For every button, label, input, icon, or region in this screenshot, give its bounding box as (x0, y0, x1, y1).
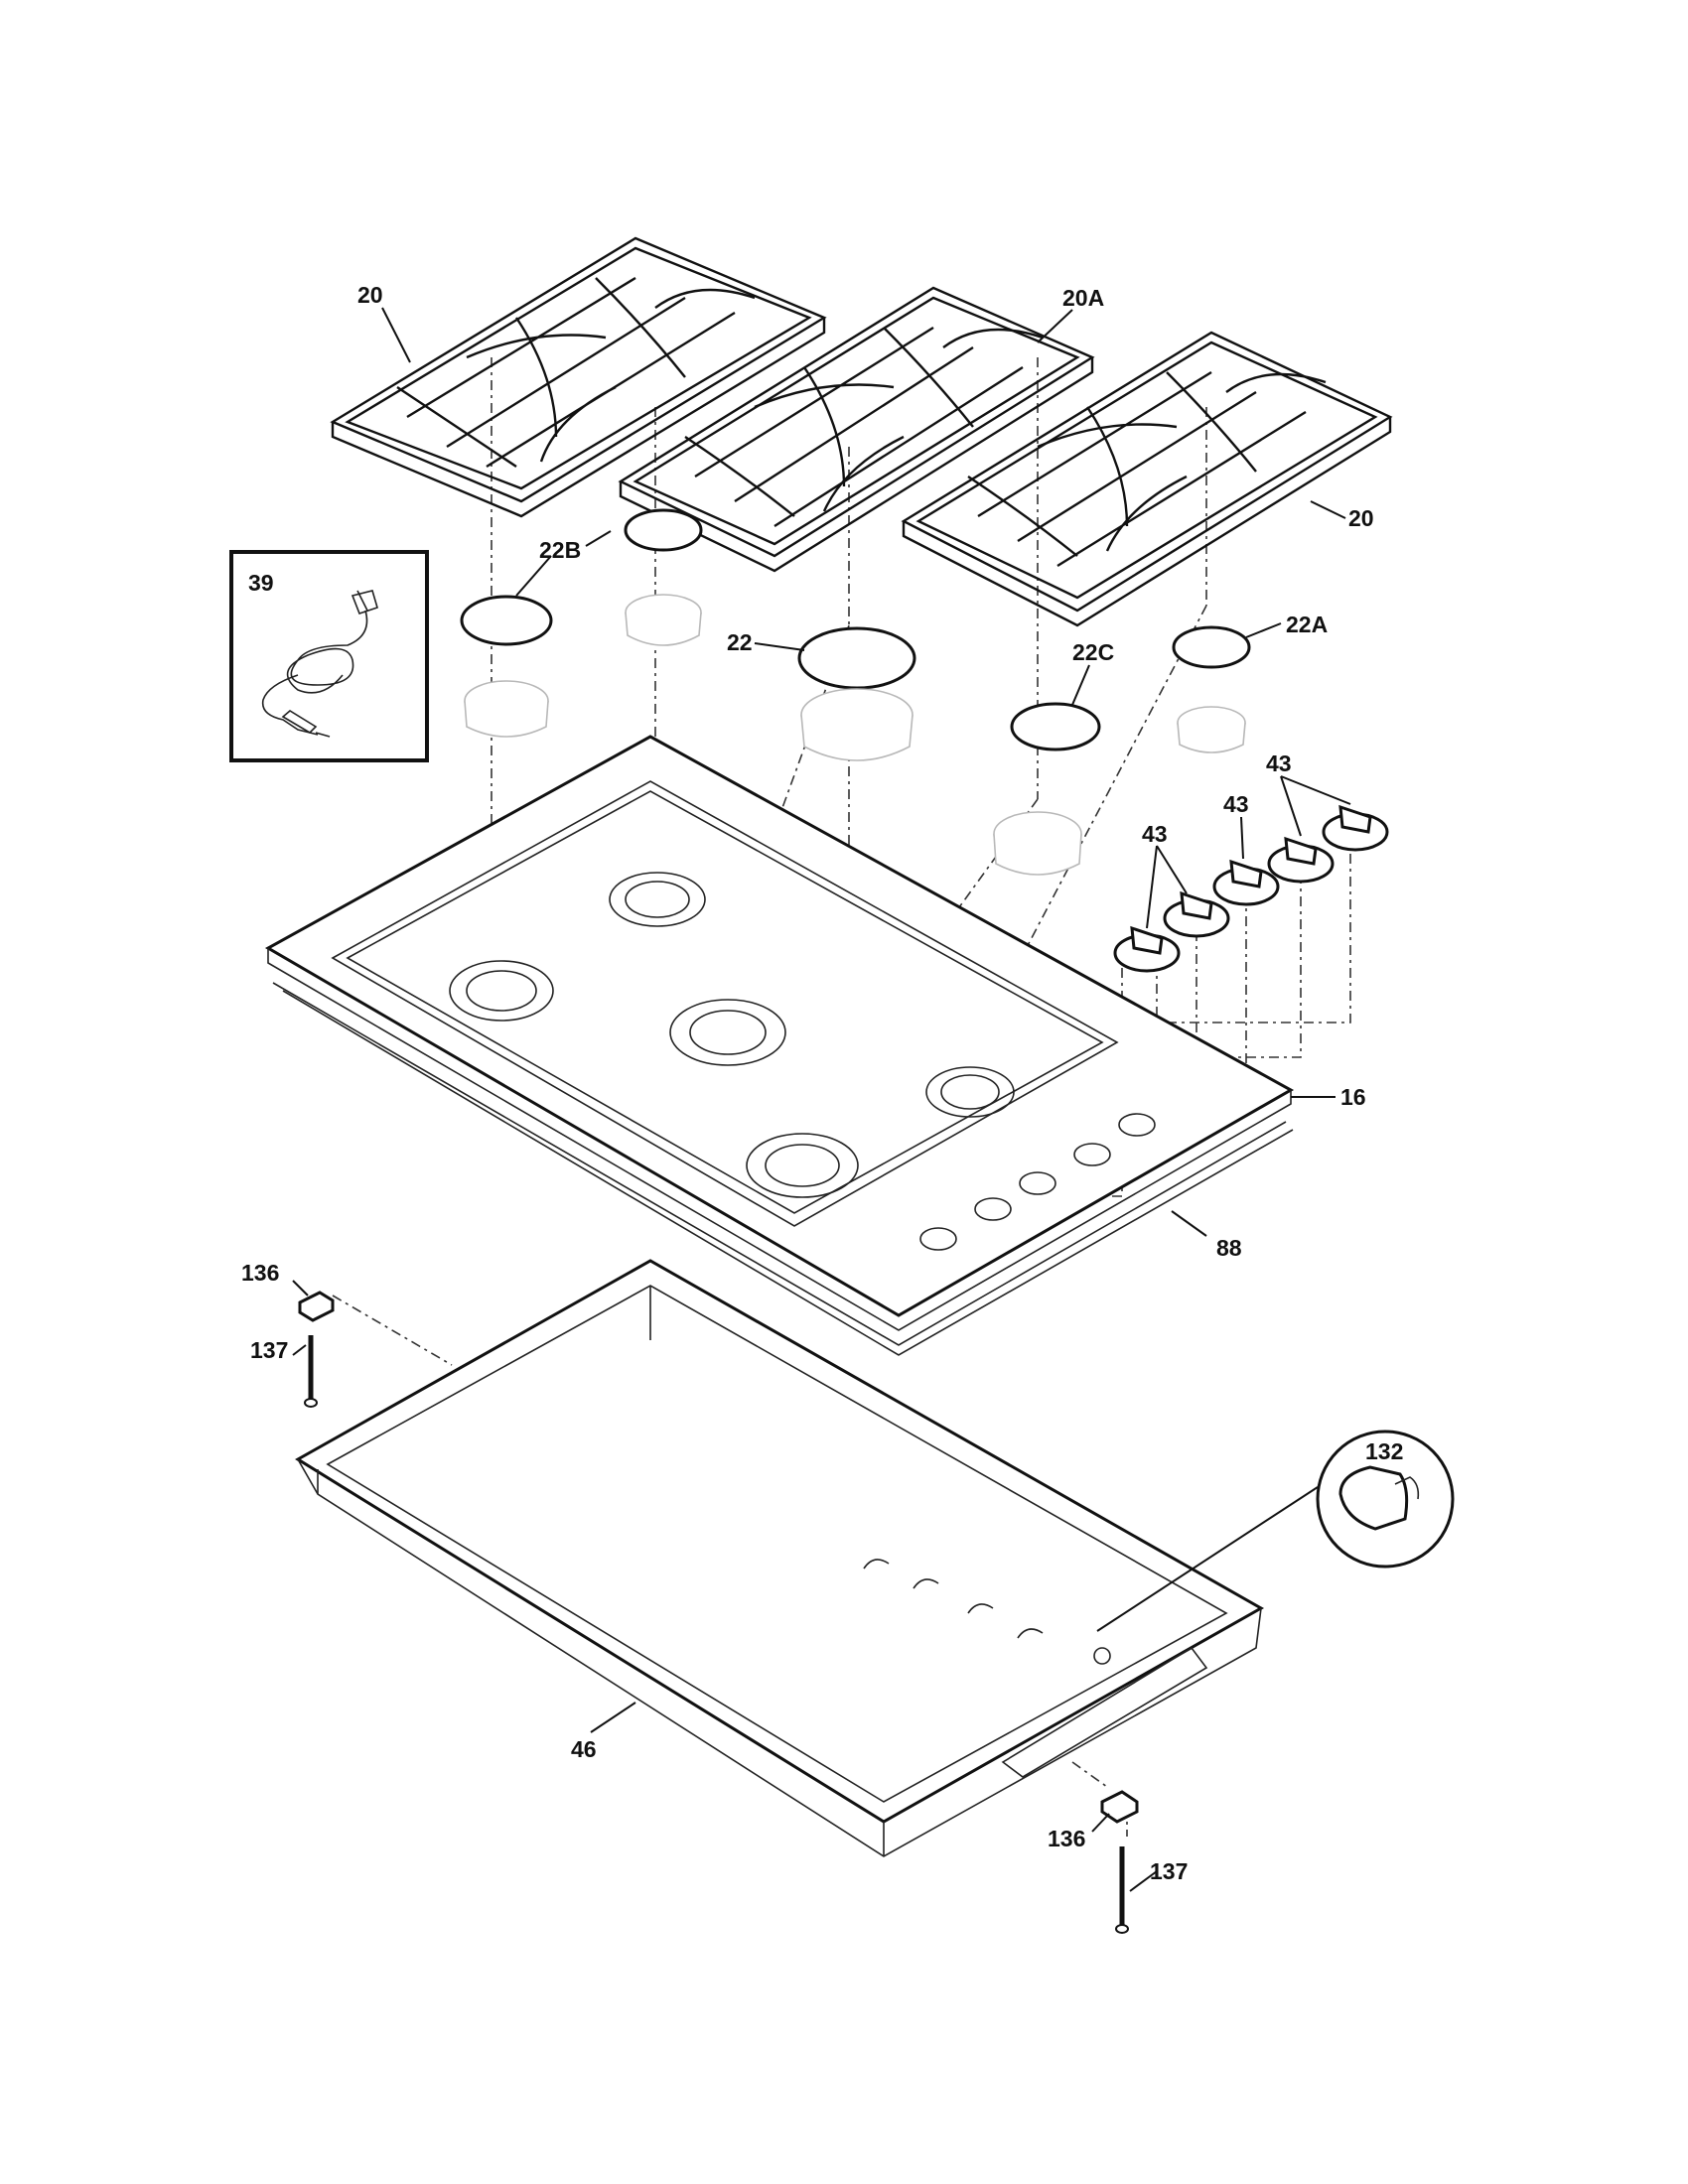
cooktop-panel (264, 735, 1295, 1331)
grate-right (901, 331, 1393, 627)
label-bracket-top: 136 (241, 1260, 279, 1286)
power-cord-box (229, 550, 429, 762)
callout-labels: 20 20A 20 39 22B 22 22C 22A 43 43 43 16 … (241, 282, 1403, 1884)
bracket-top (298, 1291, 335, 1322)
label-screw-bottom: 137 (1150, 1858, 1188, 1884)
label-cap-22: 22 (727, 629, 753, 655)
label-cap-22C: 22C (1072, 639, 1114, 665)
label-cap-22B: 22B (539, 537, 581, 563)
label-grate-center: 20A (1062, 285, 1104, 311)
label-knob-b: 43 (1223, 791, 1249, 817)
label-cap-22A: 22A (1286, 612, 1328, 637)
control-knobs (1113, 804, 1389, 973)
label-detail-132: 132 (1365, 1438, 1403, 1464)
knob-4 (1267, 836, 1335, 884)
label-knob-c: 43 (1266, 751, 1292, 776)
label-knob-a: 43 (1142, 821, 1168, 847)
grate-center (618, 286, 1095, 573)
knob-5 (1322, 804, 1389, 852)
leader-lines (292, 307, 1351, 1892)
label-screw-top: 137 (250, 1337, 288, 1363)
label-burner-box: 46 (571, 1736, 597, 1762)
knob-2 (1163, 890, 1230, 938)
label-grate-right: 20 (1348, 505, 1374, 531)
label-gasket: 88 (1216, 1235, 1242, 1261)
label-cooktop: 16 (1340, 1084, 1366, 1110)
screw-bottom (1115, 1846, 1129, 1934)
bracket-bottom (1100, 1790, 1139, 1824)
screw-top (304, 1335, 318, 1408)
gasket (272, 982, 1294, 1356)
grate-left (330, 236, 827, 518)
igniter-detail-circle (1096, 1430, 1455, 1632)
knob-3 (1212, 859, 1280, 906)
label-bracket-bottom: 136 (1048, 1826, 1085, 1851)
burner-heads (464, 594, 1246, 876)
burner-caps (460, 508, 1251, 751)
burner-box (295, 1259, 1265, 1857)
label-cord: 39 (248, 570, 274, 596)
knob-1 (1113, 925, 1181, 973)
label-grate-left: 20 (357, 282, 383, 308)
